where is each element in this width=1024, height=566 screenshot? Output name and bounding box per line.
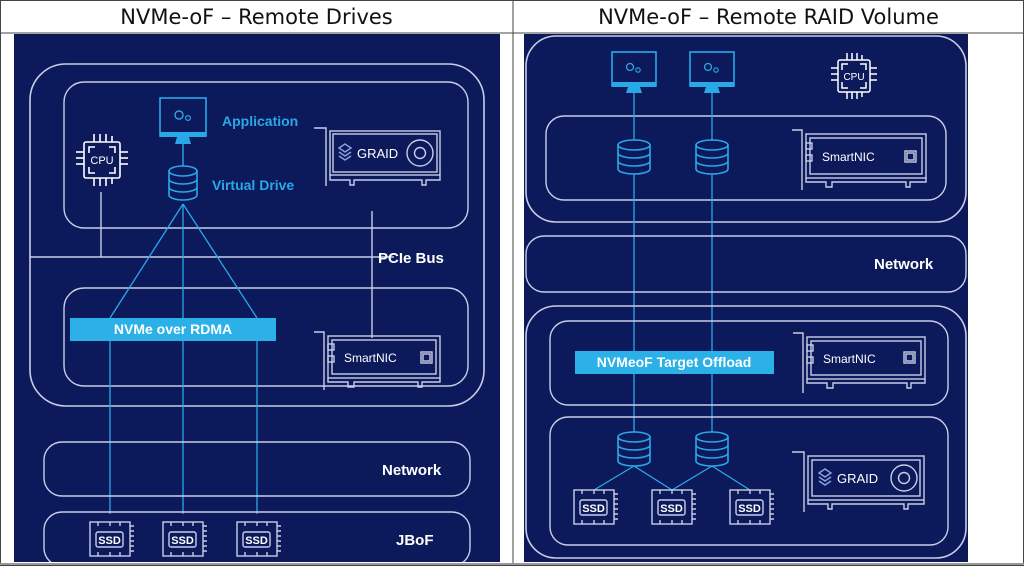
ssd-icon: SSD	[162, 521, 207, 557]
cpu-icon: CPU	[76, 134, 128, 186]
target-smartnic-box	[549, 320, 949, 406]
network-box	[43, 441, 471, 497]
ssd-icon: SSD	[573, 489, 618, 525]
smartnic-card-icon: SmartNIC	[793, 332, 926, 393]
jbof-box	[43, 511, 471, 562]
nvmeof-target-offload-pill	[575, 351, 774, 374]
smartnic-card-icon: SmartNIC	[314, 331, 441, 390]
pcie-bus-label: PCIe Bus	[378, 250, 444, 267]
gear-icon	[174, 110, 184, 120]
smartnic-text: SmartNIC	[344, 351, 397, 365]
nvmeof-target-offload-label: NVMeoF Target Offload	[597, 354, 752, 370]
ssd-icon: SSD	[236, 521, 281, 557]
smartnic-text: SmartNIC	[823, 352, 876, 366]
right-column-header: NVMe-oF – Remote RAID Volume	[598, 4, 939, 29]
ssd-label: SSD	[245, 535, 268, 547]
left-column-header: NVMe-oF – Remote Drives	[120, 4, 393, 29]
virtual-drive-database-icon	[168, 165, 198, 201]
smartnic-card-icon: SmartNIC	[792, 129, 927, 190]
ssd-label: SSD	[738, 503, 761, 515]
ssd-icon: SSD	[729, 489, 774, 525]
application-label: Application	[222, 113, 298, 129]
network-box	[525, 235, 967, 293]
raid-volume-database-icon	[695, 139, 729, 175]
graid-card-icon: GRAID	[792, 451, 925, 512]
virtual-drive-fanout-lines	[109, 203, 258, 514]
host-server-box	[525, 35, 967, 223]
raid-volume-database-icon	[617, 139, 651, 175]
application-monitor-icon	[159, 97, 207, 144]
host-smartnic-box	[545, 115, 947, 201]
smartnic-box	[63, 287, 469, 387]
application-monitor-icon	[611, 51, 657, 93]
raid-volume-connection-lines	[593, 93, 751, 491]
ssd-label: SSD	[660, 503, 683, 515]
cpu-icon: CPU	[831, 53, 877, 99]
cpu-text: CPU	[843, 72, 864, 83]
virtual-drive-label: Virtual Drive	[212, 177, 294, 193]
right-panel-background	[524, 34, 968, 562]
smartnic-text: SmartNIC	[822, 150, 875, 164]
ssd-icon: SSD	[651, 489, 696, 525]
raid-volume-database-icon	[617, 431, 651, 467]
nvme-over-rdma-label: NVMe over RDMA	[114, 321, 232, 337]
left-diagram-remote-drives: CPU Application Virtual Drive GRAID	[14, 34, 500, 562]
graid-text: GRAID	[837, 471, 878, 486]
host-compute-box	[63, 81, 469, 229]
graid-card-icon: GRAID	[314, 127, 441, 186]
nvme-over-rdma-pill	[70, 318, 276, 341]
ssd-icon: SSD	[89, 521, 134, 557]
ssd-label: SSD	[171, 535, 194, 547]
network-label: Network	[382, 462, 442, 479]
network-label: Network	[874, 256, 934, 273]
ssd-label: SSD	[98, 535, 121, 547]
graid-text: GRAID	[357, 146, 398, 161]
gear-icon	[185, 115, 192, 122]
ssd-label: SSD	[582, 503, 605, 515]
cpu-text: CPU	[90, 155, 113, 167]
target-server-box	[525, 305, 967, 559]
right-diagram-remote-raid: CPU SmartNIC Network	[524, 34, 968, 562]
jbof-label: JBoF	[396, 532, 434, 549]
application-monitor-icon	[689, 51, 735, 93]
target-storage-box	[549, 416, 949, 546]
raid-volume-database-icon	[695, 431, 729, 467]
